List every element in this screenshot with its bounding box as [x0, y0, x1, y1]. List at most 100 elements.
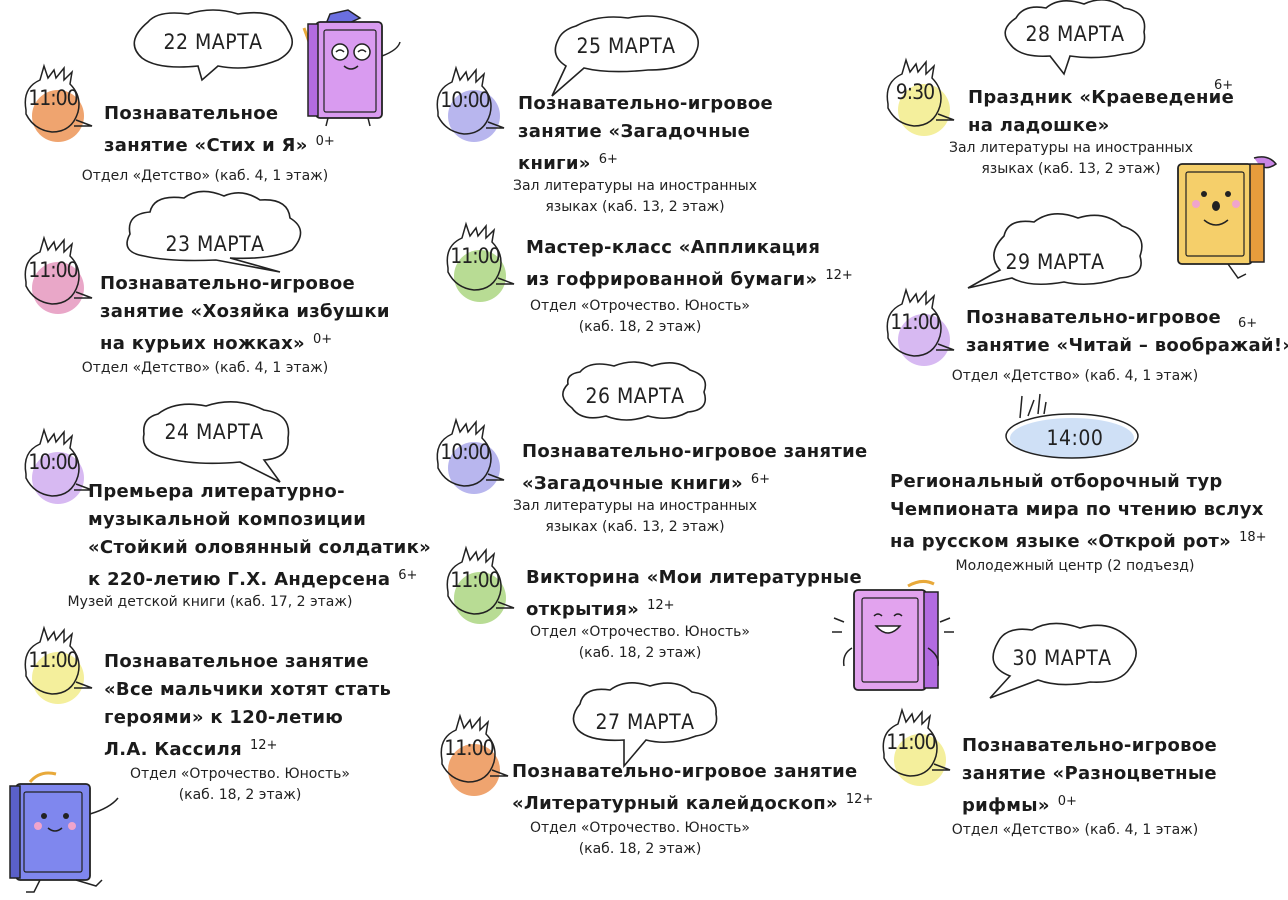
location-line: Зал литературы на иностранных: [948, 140, 1194, 156]
time-badge: 10:00: [430, 417, 510, 498]
title-line: занятие «Стих и Я»: [104, 135, 308, 156]
title-line: к 220-летию Г.Х. Андерсена: [88, 569, 391, 590]
time-badge: 11:00: [880, 287, 960, 368]
location-line: Отдел «Детство» (каб. 4, 1 этаж): [951, 822, 1199, 838]
event-location: Отдел «Отрочество. Юность» (каб. 18, 2 э…: [100, 764, 380, 806]
age-rating: 6+: [750, 472, 771, 487]
location-line: Отдел «Детство» (каб. 4, 1 этаж): [81, 168, 329, 184]
location-line: Отдел «Отрочество. Юность»: [529, 820, 750, 836]
title-line: Познавательно-игровое: [100, 273, 356, 294]
age-rating: 0+: [1057, 794, 1077, 809]
title-line: «Загадочные книги»: [522, 473, 743, 494]
event-location: Отдел «Детство» (каб. 4, 1 этаж): [40, 358, 370, 379]
time-badge: 11:00: [18, 625, 98, 706]
time-label: 9:30: [895, 80, 935, 104]
title-line: открытия»: [526, 599, 640, 620]
age-rating: 6+: [1214, 78, 1234, 93]
date-label: 30 МАРТА: [1012, 646, 1112, 670]
event-title: Познавательно-игровое занятие «Хозяйка и…: [100, 270, 390, 358]
time-badge: 11:00: [18, 63, 98, 144]
title-line: Познавательно-игровое: [518, 93, 774, 114]
date-cloud-25: 25 МАРТА: [548, 12, 704, 97]
location-line: Отдел «Отрочество. Юность»: [129, 766, 350, 782]
title-line: на русском языке «Открой рот»: [890, 531, 1232, 552]
event-location: Зал литературы на иностранных языках (ка…: [480, 176, 790, 218]
date-cloud-22: 22 МАРТА: [128, 8, 298, 82]
time-badge: 11:00: [440, 221, 520, 302]
age-rating: 18+: [1239, 530, 1267, 545]
title-line: «Все мальчики хотят стать: [104, 679, 392, 700]
title-line: Познавательно-игровое занятие: [512, 761, 858, 782]
event-title: Праздник «Краеведение на ладошке»: [968, 84, 1234, 140]
location-line: Зал литературы на иностранных: [512, 178, 758, 194]
title-line: из гофрированной бумаги»: [526, 269, 818, 290]
title-line: Л.А. Кассиля: [104, 739, 242, 760]
title-line: Премьера литературно-: [88, 481, 345, 502]
event-location: Отдел «Детство» (каб. 4, 1 этаж): [920, 820, 1230, 841]
date-label: 27 МАРТА: [595, 710, 695, 734]
time-badge: 11:00: [440, 545, 520, 626]
date-label: 28 МАРТА: [1025, 22, 1125, 46]
purple-book-graduate-mascot: [290, 6, 412, 128]
age-rating: 12+: [845, 792, 874, 807]
event-title: Познавательно-игровое занятие «Литератур…: [512, 758, 873, 818]
location-line: языках (каб. 13, 2 этаж): [545, 199, 725, 215]
time-badge: 9:30: [880, 57, 960, 138]
time-label: 11:00: [450, 568, 500, 592]
title-line: «Литературный калейдоскоп»: [512, 793, 838, 814]
event-title: Познавательное занятие «Стих и Я»0+: [104, 100, 335, 160]
date-label: 22 МАРТА: [163, 30, 263, 54]
time-badge: 10:00: [430, 65, 510, 146]
event-location: Отдел «Отрочество. Юность» (каб. 18, 2 э…: [490, 622, 790, 664]
title-line: Викторина «Мои литературные: [526, 567, 863, 588]
date-label: 24 МАРТА: [164, 420, 264, 444]
date-cloud-27: 27 МАРТА: [566, 682, 724, 769]
age-rating: 12+: [647, 598, 675, 613]
time-label: 11:00: [444, 736, 494, 760]
title-line: героями» к 120-летию: [104, 707, 344, 728]
title-line: Познавательно-игровое: [962, 735, 1218, 756]
event-title: Познавательно-игровое занятие «Разноцвет…: [962, 732, 1217, 820]
title-line: Познавательно-игровое: [966, 307, 1222, 328]
date-cloud-30: 30 МАРТА: [980, 622, 1144, 702]
title-line: на курьих ножках»: [100, 333, 305, 354]
pink-book-laughing-mascot: [830, 578, 962, 702]
age-rating: 6+: [598, 152, 618, 167]
location-line: Отдел «Детство» (каб. 4, 1 этаж): [951, 368, 1199, 384]
blue-book-running-mascot: [0, 768, 132, 894]
title-line: занятие «Разноцветные: [962, 763, 1217, 784]
orange-book-mascot: [1164, 150, 1284, 282]
age-rating: 6+: [398, 568, 418, 583]
time-label: 11:00: [890, 310, 940, 334]
title-line: занятие «Загадочные: [518, 121, 751, 142]
date-cloud-24: 24 МАРТА: [136, 400, 292, 486]
event-location: Отдел «Отрочество. Юность» (каб. 18, 2 э…: [490, 818, 790, 860]
age-rating: 0+: [315, 134, 335, 149]
location-line: Отдел «Отрочество. Юность»: [529, 298, 750, 314]
event-title: Мастер-класс «Аппликация из гофрированно…: [526, 234, 853, 294]
title-line: Мастер-класс «Аппликация: [526, 237, 821, 258]
time-label: 10:00: [440, 88, 490, 112]
title-line: Региональный отборочный тур: [890, 471, 1223, 492]
title-line: Познавательное занятие: [104, 651, 369, 672]
event-title: Премьера литературно- музыкальной композ…: [88, 478, 431, 594]
title-line: Чемпионата мира по чтению вслух: [890, 499, 1264, 520]
title-line: занятие «Читай – воображай!»: [966, 335, 1288, 356]
date-label: 26 МАРТА: [585, 384, 685, 408]
title-line: рифмы»: [962, 795, 1050, 816]
time-label: 14:00: [1046, 426, 1104, 450]
event-location: Зал литературы на иностранных языках (ка…: [916, 138, 1226, 180]
date-cloud-28: 28 МАРТА: [1000, 0, 1150, 76]
date-label: 25 МАРТА: [576, 34, 676, 58]
event-location: Зал литературы на иностранных языках (ка…: [480, 496, 790, 538]
title-line: музыкальной композиции: [88, 509, 367, 530]
title-line: Познавательно-игровое занятие: [522, 441, 868, 462]
location-line: (каб. 18, 2 этаж): [178, 787, 302, 803]
event-title: Познавательно-игровое занятие «Загадочны…: [518, 90, 773, 178]
time-label: 11:00: [886, 730, 936, 754]
event-title: Познавательно-игровое занятие «Читай – в…: [966, 304, 1288, 360]
time-label: 11:00: [450, 244, 500, 268]
title-line: занятие «Хозяйка избушки: [100, 301, 390, 322]
time-badge: 11:00: [18, 235, 98, 316]
age-rating: 6+: [1238, 316, 1258, 331]
